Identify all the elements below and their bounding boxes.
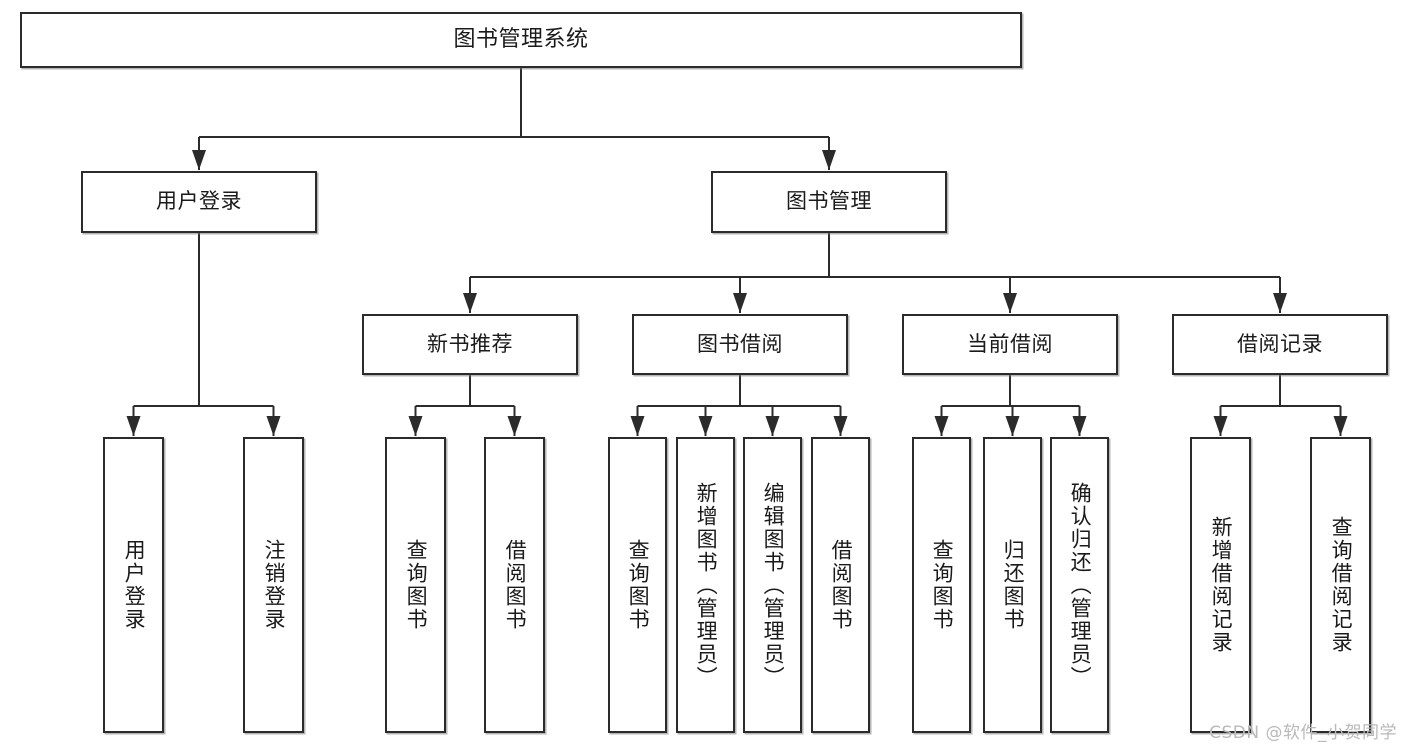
node-label: 查询图书 [404,539,429,631]
node-book-mgmt[interactable]: 图书管理 [711,171,947,233]
node-label: 图书管理系统 [453,26,589,52]
node-leaf-add-record[interactable]: 新增借阅记录 [1190,437,1251,733]
node-leaf-confirm-return[interactable]: 确认归还（管理员） [1050,437,1109,733]
node-label: 归还图书 [1001,539,1026,631]
node-login[interactable]: 用户登录 [81,171,317,233]
node-label: 注销登录 [262,539,287,631]
node-label: 图书借阅 [697,331,783,356]
node-label: 新书推荐 [427,331,513,356]
node-leaf-borrow-book-1[interactable]: 借阅图书 [484,437,545,733]
node-label: 借阅图书 [829,539,854,631]
node-leaf-edit-book[interactable]: 编辑图书（管理员） [743,437,802,733]
connector-arrowhead [765,416,780,436]
connector-arrowhead [698,416,713,436]
connector-arrowhead [1072,416,1087,436]
node-leaf-borrow-book-2[interactable]: 借阅图书 [811,437,870,733]
node-leaf-logout[interactable]: 注销登录 [243,437,304,733]
node-leaf-query-book-2[interactable]: 查询图书 [608,437,667,733]
node-leaf-query-record[interactable]: 查询借阅记录 [1310,437,1371,733]
node-leaf-user-login[interactable]: 用户登录 [103,437,164,733]
connector-arrowhead [507,416,522,436]
node-label: 借阅图书 [503,539,528,631]
node-label: 查询图书 [626,539,651,631]
node-label: 用户登录 [122,539,147,631]
node-label: 新增图书（管理员） [694,481,719,689]
node-label: 查询借阅记录 [1329,516,1354,654]
connector-arrowhead [822,150,836,170]
connector-arrowhead [934,416,949,436]
node-label: 确认归还（管理员） [1068,481,1093,689]
node-book-borrow[interactable]: 图书借阅 [632,314,848,375]
connector-arrowhead [266,416,281,436]
node-current-borrow[interactable]: 当前借阅 [902,314,1118,375]
node-label: 编辑图书（管理员） [761,481,786,689]
node-leaf-query-book-1[interactable]: 查询图书 [385,437,446,733]
node-new-book-rec[interactable]: 新书推荐 [362,314,578,375]
connector-arrowhead [1273,293,1287,313]
node-label: 图书管理 [786,189,872,214]
node-label: 借阅记录 [1237,331,1323,356]
watermark: CSDN @软件_小贺同学 [1209,723,1397,743]
connector-arrowhead [833,416,848,436]
connector-arrowhead [630,416,645,436]
node-borrow-record[interactable]: 借阅记录 [1172,314,1388,375]
connector-arrowhead [408,416,423,436]
connector-arrowhead [126,416,141,436]
node-root[interactable]: 图书管理系统 [20,12,1022,68]
node-label: 新增借阅记录 [1209,516,1234,654]
connector-arrowhead [1003,293,1017,313]
node-label: 用户登录 [156,189,242,214]
connector-arrowhead [463,293,477,313]
node-label: 当前借阅 [967,331,1053,356]
node-leaf-query-book-3[interactable]: 查询图书 [912,437,971,733]
connector-arrowhead [1213,416,1228,436]
connector-arrowhead [1005,416,1020,436]
connector-arrowhead [192,150,206,170]
connector-arrowhead [733,293,747,313]
connector-arrowhead [1333,416,1348,436]
node-leaf-add-book[interactable]: 新增图书（管理员） [676,437,735,733]
node-label: 查询图书 [930,539,955,631]
node-leaf-return-book[interactable]: 归还图书 [983,437,1042,733]
